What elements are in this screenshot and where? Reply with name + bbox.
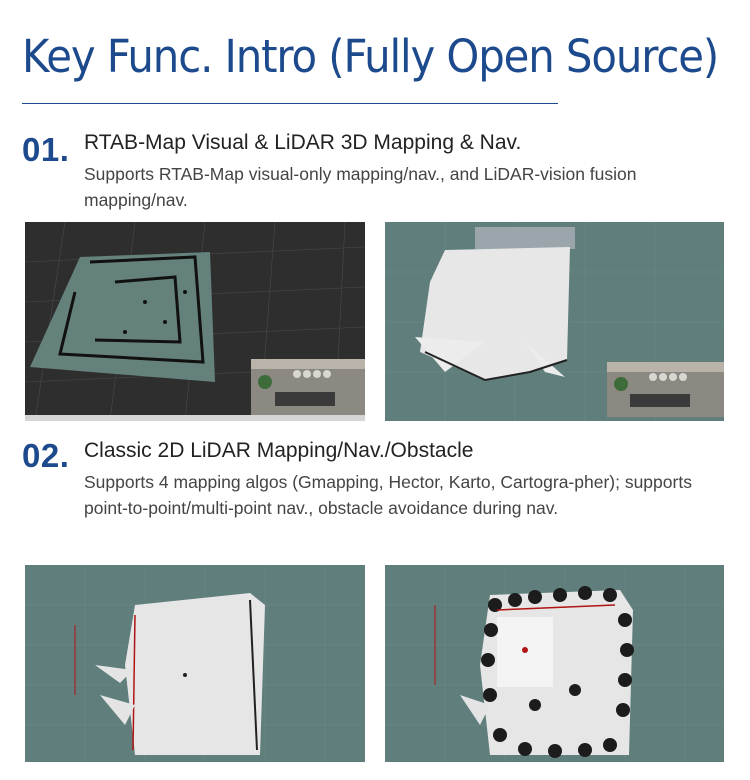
title-divider [22,103,558,104]
page-title: Key Func. Intro (Fully Open Source) [22,30,719,83]
section-02-description: Supports 4 mapping algos (Gmapping, Hect… [84,472,692,518]
lidar-vision-fusion-map-image [385,222,724,421]
section-01-title: RTAB-Map Visual & LiDAR 3D Mapping & Nav… [84,131,522,154]
section-01-description: Supports RTAB-Map visual-only mapping/na… [84,164,637,210]
rtabmap-3d-map-image [25,222,365,421]
section-02-title: Classic 2D LiDAR Mapping/Nav./Obstacle [84,439,474,462]
section-02-number: 02. [22,437,70,474]
lidar-2d-map-image [25,565,365,762]
section-01-number: 01. [22,131,70,168]
obstacle-avoidance-map-image [385,565,724,762]
